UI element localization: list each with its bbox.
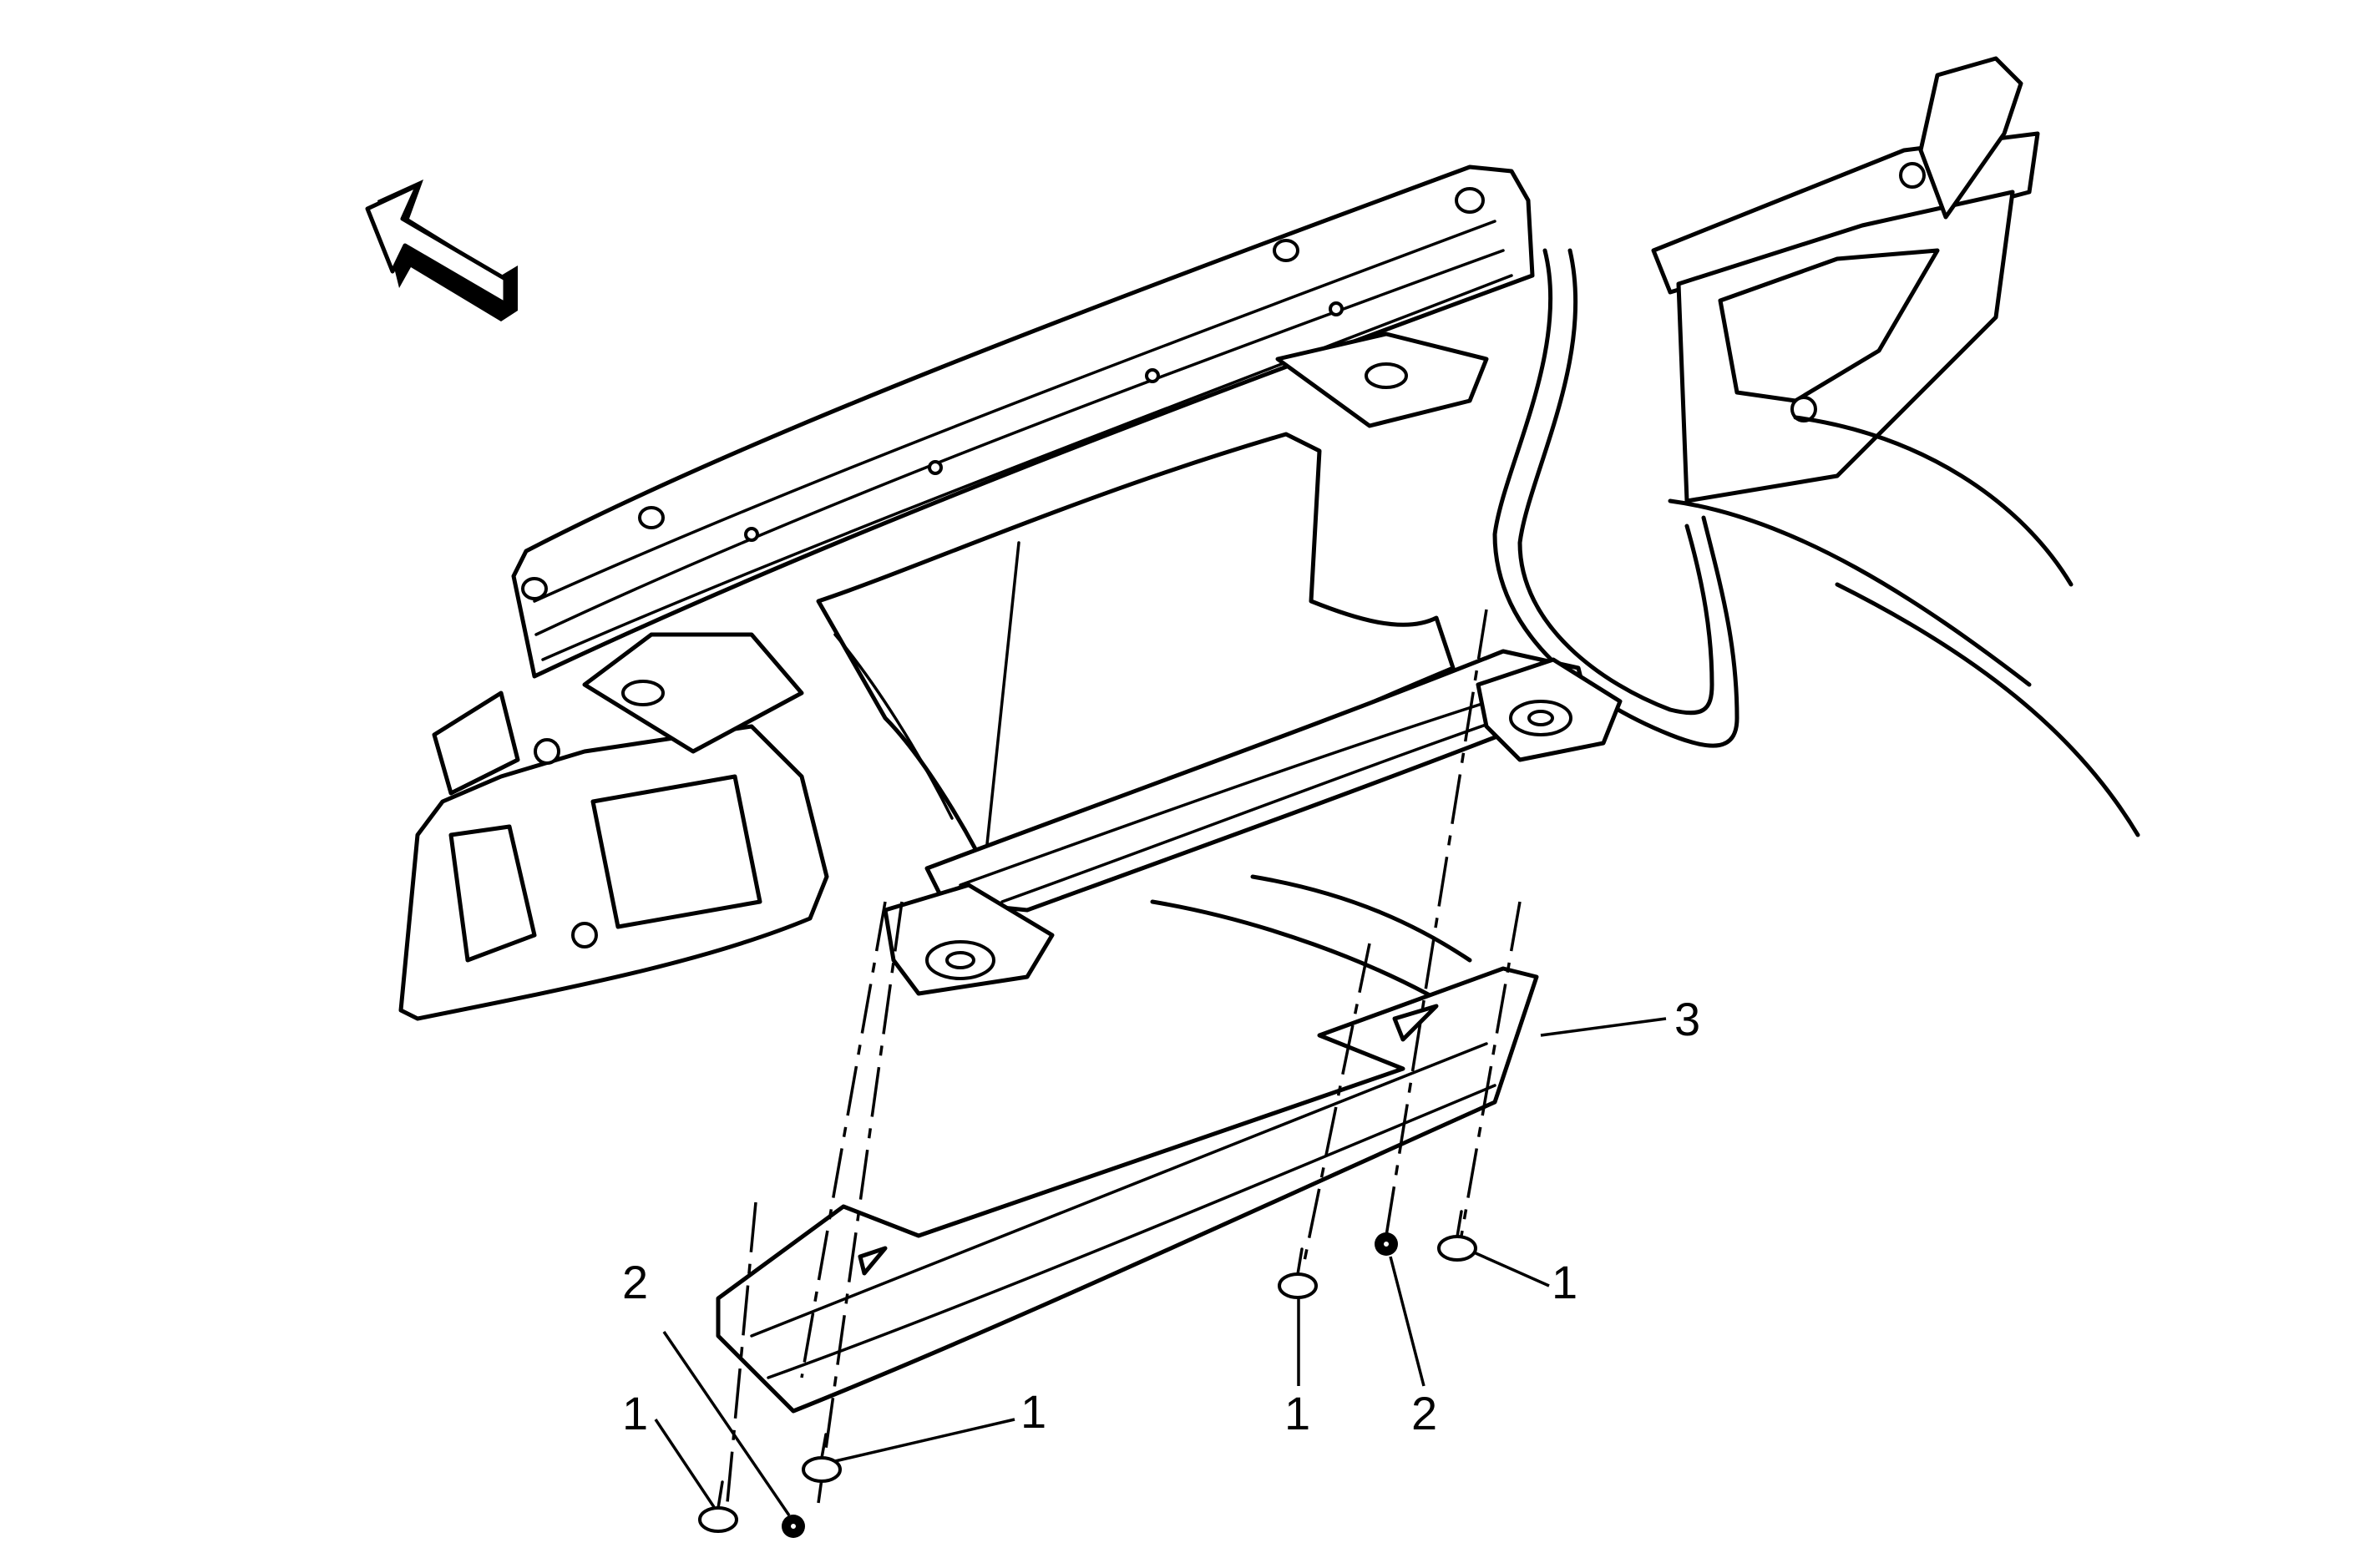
callout-label-2: 2 bbox=[622, 1256, 648, 1308]
alignment-guides bbox=[725, 609, 1522, 1512]
callout-label-1: 1 bbox=[622, 1387, 648, 1439]
fastener-nut bbox=[1375, 1232, 1398, 1256]
callout-label-1: 1 bbox=[1020, 1385, 1046, 1438]
fastener-nut bbox=[782, 1515, 805, 1538]
radiator-shroud bbox=[816, 432, 1456, 871]
radiator-support-beam bbox=[511, 164, 1535, 679]
fastener-push-pin bbox=[698, 1480, 738, 1533]
fastener-push-pin bbox=[1278, 1247, 1318, 1299]
callout-label-1: 1 bbox=[1552, 1256, 1577, 1308]
air-deflector-panel bbox=[716, 966, 1539, 1414]
right-side-bracket bbox=[1651, 56, 2074, 687]
callout-label-3: 3 bbox=[1674, 993, 1700, 1045]
callout-leaders bbox=[654, 1017, 1667, 1516]
callout-label-2: 2 bbox=[1411, 1387, 1437, 1439]
right-upper-pad bbox=[1275, 331, 1489, 428]
left-lower-mount bbox=[883, 883, 1055, 996]
left-side-bracket bbox=[398, 632, 829, 1021]
front-direction-arrow-icon bbox=[365, 180, 518, 321]
fastener-push-pin bbox=[802, 1433, 842, 1483]
right-lower-mount bbox=[1476, 657, 1623, 762]
callout-label-1: 1 bbox=[1284, 1387, 1310, 1439]
fastener-push-pin bbox=[1437, 1210, 1477, 1262]
